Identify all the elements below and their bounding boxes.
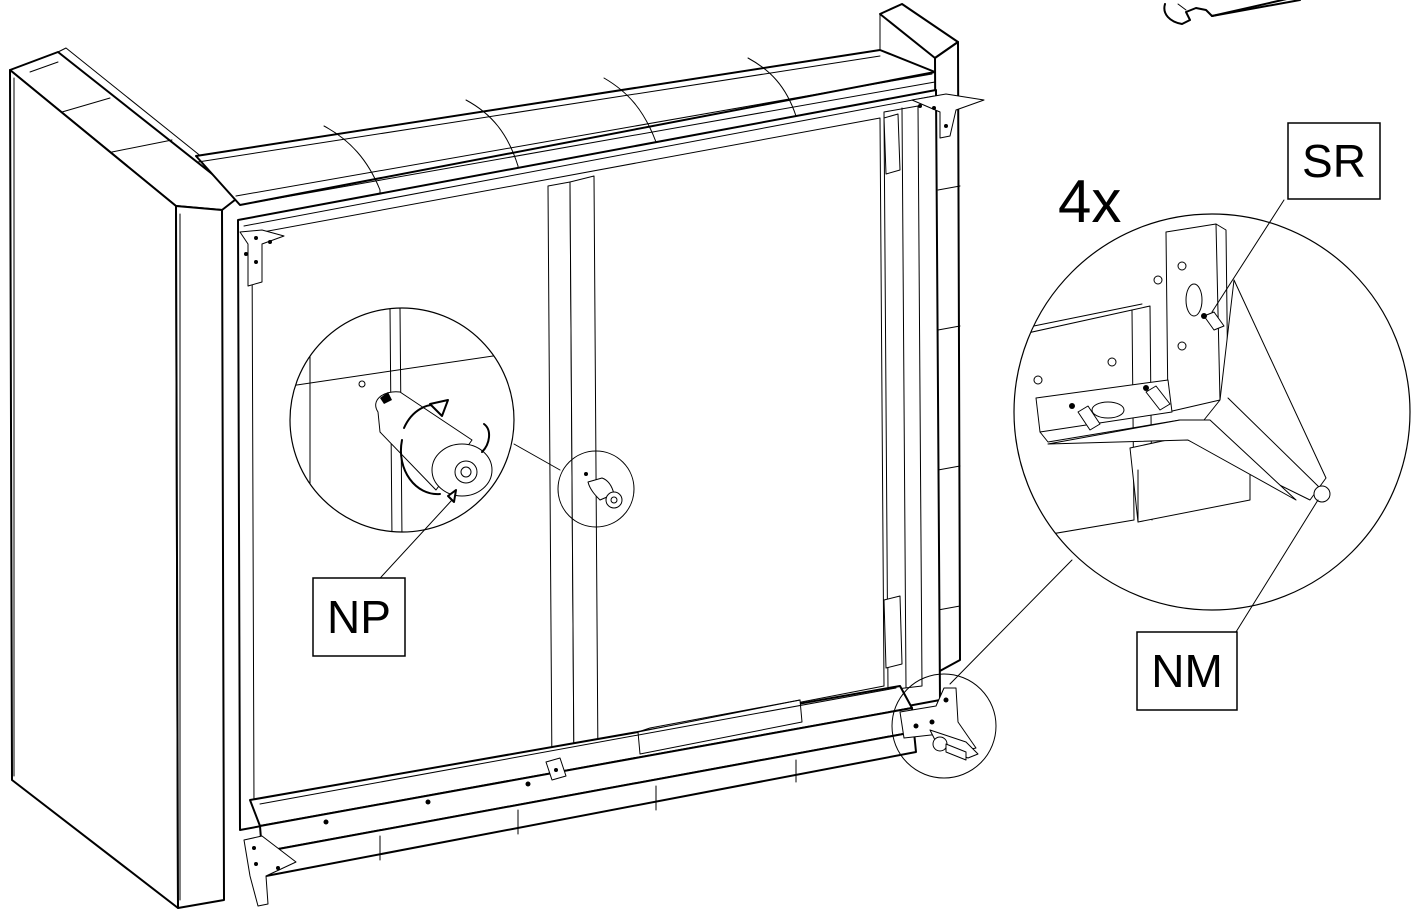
nm-big-leader-line [949, 559, 1073, 685]
nm-label: NM [1136, 631, 1238, 711]
nm-detail-circle [1013, 213, 1411, 611]
bottom-rail [249, 685, 917, 877]
sr-label-text: SR [1302, 135, 1366, 187]
np-detail-circle [289, 307, 515, 533]
bracket-center-bottom [545, 757, 567, 781]
np-leader-line-1 [513, 443, 561, 471]
bracket-top-right [911, 93, 985, 139]
sr-label: SR [1287, 122, 1381, 200]
bracket-bottom-left [243, 835, 297, 907]
np-location-circle [557, 450, 635, 528]
back-top-cushion [195, 49, 936, 206]
bracket-top-left [239, 229, 285, 287]
center-slat [547, 175, 599, 777]
np-label: NP [312, 577, 406, 657]
np-label-text: NP [327, 591, 391, 643]
nm-leader-line [1235, 499, 1319, 633]
quantity-label: 4x [1058, 168, 1121, 235]
bracket-bottom-right [899, 687, 977, 753]
left-side-panel [9, 47, 249, 909]
nm-location-circle [891, 673, 997, 779]
wrench-icon [1163, 0, 1301, 25]
nm-label-text: NM [1151, 645, 1223, 697]
sr-leader-line [1211, 199, 1285, 313]
